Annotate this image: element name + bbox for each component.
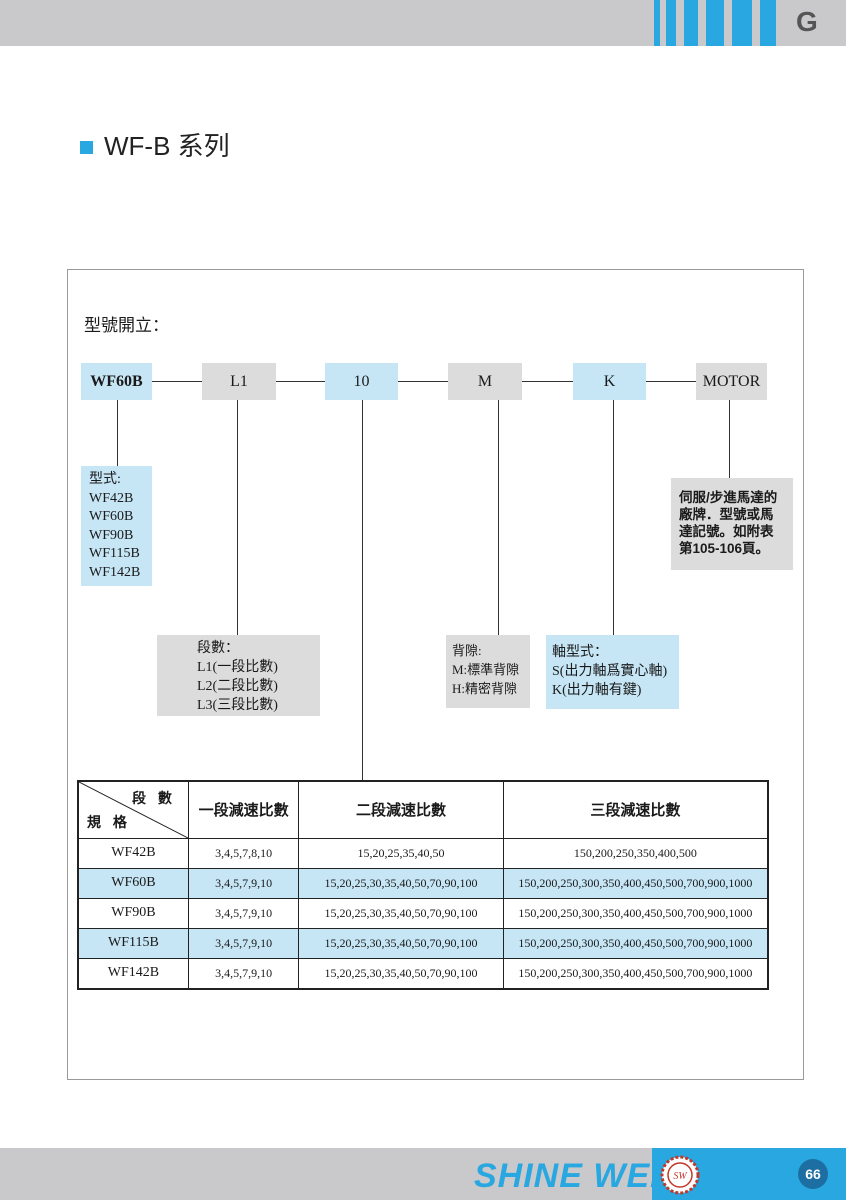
corner-label-spec: 規 格 bbox=[87, 813, 131, 830]
section-tab bbox=[782, 0, 846, 46]
table-cell: 3,4,5,7,9,10 bbox=[187, 867, 300, 899]
leader-line bbox=[613, 400, 614, 635]
table-cell: 15,20,25,30,35,40,50,70,90,100 bbox=[298, 897, 504, 929]
type-desc-line: WF90B bbox=[89, 527, 134, 543]
type-desc-line: WF60B bbox=[89, 509, 134, 524]
leader-line bbox=[498, 400, 499, 635]
header-stripe bbox=[654, 0, 660, 46]
leader-line bbox=[729, 400, 730, 478]
brand-logo-text: SHINE WEI bbox=[474, 1157, 661, 1195]
header-stripe bbox=[666, 0, 676, 46]
leader-line bbox=[362, 400, 363, 781]
code-part-type: WF60B bbox=[81, 363, 152, 400]
motor-desc-line: 廠牌．型號或馬 bbox=[679, 507, 774, 522]
connector-line bbox=[276, 381, 325, 382]
table-cell: 3,4,5,7,9,10 bbox=[187, 897, 300, 929]
header-stripe bbox=[684, 0, 698, 46]
table-header-cell: 二段減速比數 bbox=[298, 780, 504, 839]
stage-desc-line: L2(二段比數) bbox=[197, 679, 278, 694]
table-header-cell: 三段減速比數 bbox=[502, 780, 769, 839]
table-cell: 150,200,250,350,400,500 bbox=[502, 837, 769, 869]
stage-desc-line: L3(三段比數) bbox=[197, 698, 278, 713]
table-cell: 15,20,25,35,40,50 bbox=[298, 837, 504, 869]
code-part-motor: MOTOR bbox=[696, 363, 767, 400]
table-cell: 150,200,250,300,350,400,450,500,700,900,… bbox=[502, 867, 769, 899]
table-cell: 15,20,25,30,35,40,50,70,90,100 bbox=[298, 927, 504, 959]
type-description: 型式: WF42B WF60B WF90B WF115B WF142B bbox=[81, 466, 152, 586]
shaft-desc-line: 軸型式： bbox=[552, 645, 608, 660]
table-row: WF42B 3,4,5,7,8,10 15,20,25,35,40,50 150… bbox=[77, 837, 769, 869]
connector-line bbox=[646, 381, 696, 382]
table-cell: WF142B bbox=[77, 957, 189, 989]
table-cell: 150,200,250,300,350,400,450,500,700,900,… bbox=[502, 957, 769, 989]
table-cell: 3,4,5,7,8,10 bbox=[187, 837, 300, 869]
company-logo-icon: SW bbox=[660, 1155, 700, 1195]
model-code-heading: 型號開立： bbox=[84, 316, 169, 335]
stage-description: 段數： L1(一段比數) L2(二段比數) L3(三段比數) bbox=[157, 635, 320, 716]
table-corner-cell: 段 數 規 格 bbox=[77, 780, 190, 839]
section-letter: G bbox=[796, 6, 818, 37]
stage-desc-line: L1(一段比數) bbox=[197, 660, 278, 675]
motor-desc-line: 第105-106頁。 bbox=[679, 541, 770, 556]
header-bar bbox=[0, 0, 846, 46]
backlash-desc-line: M:標準背隙 bbox=[452, 662, 520, 677]
header-stripe bbox=[732, 0, 752, 46]
shaft-desc-line: S(出力軸爲實心軸) bbox=[552, 664, 668, 679]
type-desc-line: WF115B bbox=[89, 546, 140, 561]
table-cell: 15,20,25,30,35,40,50,70,90,100 bbox=[298, 867, 504, 899]
title-bullet-icon bbox=[80, 141, 93, 154]
logo-text: SW bbox=[673, 1171, 688, 1182]
header-stripe bbox=[706, 0, 724, 46]
table-cell: 15,20,25,30,35,40,50,70,90,100 bbox=[298, 957, 504, 989]
table-row: WF90B 3,4,5,7,9,10 15,20,25,30,35,40,50,… bbox=[77, 897, 769, 929]
table-row: WF115B 3,4,5,7,9,10 15,20,25,30,35,40,50… bbox=[77, 927, 769, 959]
type-desc-line: WF42B bbox=[89, 490, 134, 506]
connector-line bbox=[398, 381, 448, 382]
leader-line bbox=[117, 400, 118, 466]
table-cell: WF42B bbox=[77, 837, 189, 869]
backlash-desc-line: 背隙: bbox=[452, 643, 482, 658]
type-desc-line: 型式: bbox=[89, 472, 121, 487]
type-desc-line: WF142B bbox=[89, 564, 141, 580]
motor-desc-line: 伺服/步進馬達的 bbox=[679, 490, 778, 505]
leader-line bbox=[237, 400, 238, 635]
motor-desc-line: 達記號。如附表 bbox=[679, 524, 774, 539]
code-part-stage: L1 bbox=[202, 363, 276, 400]
code-part-backlash: M bbox=[448, 363, 522, 400]
corner-label-stages: 段 數 bbox=[132, 790, 176, 806]
table-cell: WF90B bbox=[77, 897, 189, 929]
table-header-row: 段 數 規 格 一段減速比數 二段減速比數 三段減速比數 bbox=[77, 780, 769, 839]
code-part-shaft: K bbox=[573, 363, 646, 400]
backlash-desc-line: H:精密背隙 bbox=[452, 681, 518, 696]
table-row: WF60B 3,4,5,7,9,10 15,20,25,30,35,40,50,… bbox=[77, 867, 769, 899]
page-title: WF-B 系列 bbox=[104, 131, 230, 161]
table-cell: WF115B bbox=[77, 927, 189, 959]
content-frame bbox=[67, 269, 804, 1080]
page-number: 66 bbox=[798, 1159, 828, 1189]
shaft-description: 軸型式： S(出力軸爲實心軸) K(出力軸有鍵) bbox=[546, 635, 679, 709]
table-header-cell: 一段減速比數 bbox=[187, 780, 300, 839]
stage-desc-line: 段數： bbox=[197, 641, 239, 656]
table-cell: 3,4,5,7,9,10 bbox=[187, 957, 300, 989]
shaft-desc-line: K(出力軸有鍵) bbox=[552, 683, 642, 698]
connector-line bbox=[522, 381, 573, 382]
table-cell: 150,200,250,300,350,400,450,500,700,900,… bbox=[502, 897, 769, 929]
table-cell: WF60B bbox=[77, 867, 189, 899]
table-cell: 150,200,250,300,350,400,450,500,700,900,… bbox=[502, 927, 769, 959]
ratio-table: 段 數 規 格 一段減速比數 二段減速比數 三段減速比數 WF42B 3,4,5… bbox=[77, 780, 769, 990]
diagonal-divider bbox=[79, 782, 190, 839]
code-part-ratio: 10 bbox=[325, 363, 398, 400]
backlash-description: 背隙: M:標準背隙 H:精密背隙 bbox=[446, 635, 530, 708]
table-cell: 3,4,5,7,9,10 bbox=[187, 927, 300, 959]
table-row: WF142B 3,4,5,7,9,10 15,20,25,30,35,40,50… bbox=[77, 957, 769, 989]
header-stripe bbox=[760, 0, 776, 46]
motor-description: 伺服/步進馬達的 廠牌．型號或馬 達記號。如附表 第105-106頁。 bbox=[671, 478, 793, 570]
connector-line bbox=[152, 381, 202, 382]
